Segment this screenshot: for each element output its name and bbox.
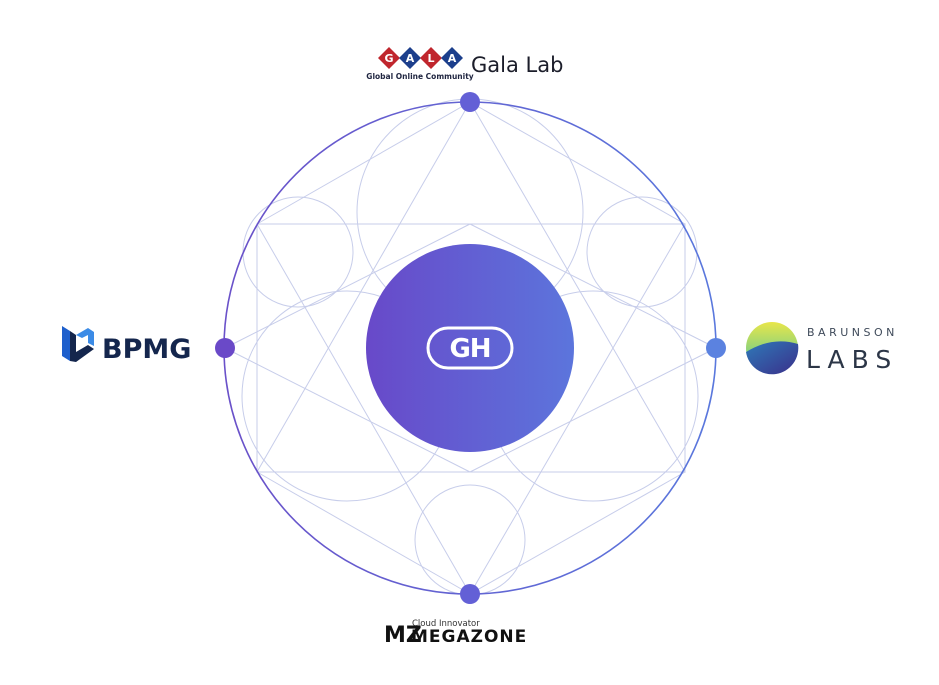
center-hub[interactable]: GH: [366, 244, 574, 452]
node-top[interactable]: [460, 92, 480, 112]
partner-gala-lab[interactable]: G A L A Global Online Community Gala Lab: [366, 47, 563, 81]
grid-circle-small-right: [586, 196, 698, 308]
barunson-main-text: LABS: [806, 345, 898, 374]
gala-letter: G: [384, 52, 393, 65]
megazone-name: MEGAZONE: [411, 627, 527, 647]
gala-name: Gala Lab: [471, 53, 563, 77]
barunson-top-text: BARUNSON: [807, 326, 898, 339]
gala-letter: A: [406, 52, 415, 65]
gala-tagline: Global Online Community: [366, 72, 474, 81]
node-right[interactable]: [706, 338, 726, 358]
grid-line: [224, 223, 471, 349]
megazone-mz-logo-icon: MZ: [384, 623, 422, 648]
barunson-sphere-logo-icon: [746, 322, 799, 375]
grid-line: [256, 101, 471, 225]
node-left[interactable]: [215, 338, 235, 358]
gala-letter: A: [448, 52, 457, 65]
grid-circle-small-bottom: [414, 484, 526, 596]
megazone-tagline: Cloud Innovator: [412, 619, 480, 629]
bpmg-name: BPMG: [102, 334, 191, 365]
bpmg-cube-logo-icon: [62, 326, 94, 362]
partner-bpmg[interactable]: BPMG: [62, 326, 191, 365]
gala-diamond-logo-icon: G A L A: [378, 47, 463, 69]
grid-line: [469, 471, 686, 595]
grid-circle-small-left: [242, 196, 354, 308]
center-circle: [366, 244, 574, 452]
node-bottom[interactable]: [460, 584, 480, 604]
grid-line: [469, 347, 717, 473]
gh-logo-icon: GH: [426, 326, 514, 370]
gala-letter: L: [427, 52, 434, 65]
grid-line: [469, 223, 717, 349]
partner-barunson-labs[interactable]: BARUNSON LABS: [746, 322, 898, 375]
grid-line: [469, 101, 686, 225]
grid-line: [224, 347, 471, 473]
center-logo-text: GH: [449, 334, 490, 364]
grid-line: [256, 471, 471, 595]
partner-megazone[interactable]: MZ Cloud Innovator MEGAZONE: [384, 619, 527, 648]
megazone-mark: MZ: [384, 623, 422, 648]
